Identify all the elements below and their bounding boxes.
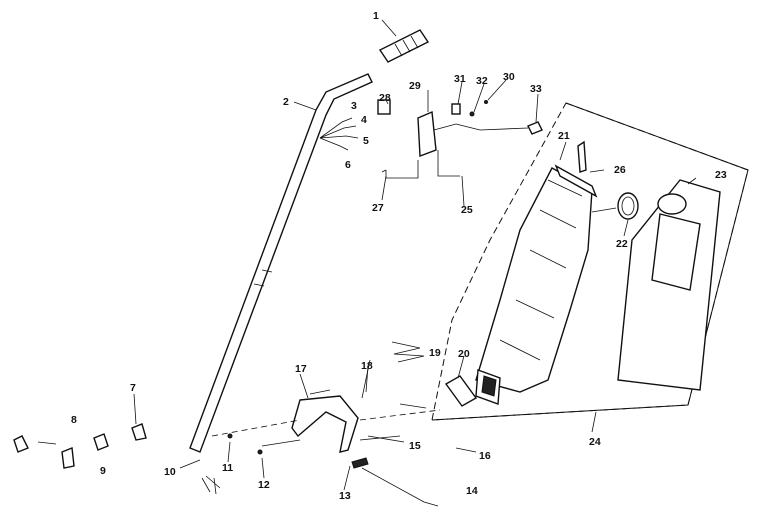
label-8: 8 (71, 414, 77, 426)
label-6: 6 (345, 159, 351, 171)
latch-parts (13, 423, 147, 469)
label-23: 23 (715, 169, 727, 181)
label-21: 21 (558, 130, 570, 142)
cord-wires (319, 117, 359, 151)
handle-tube (189, 73, 373, 453)
label-26: 26 (614, 164, 626, 176)
label-10: 10 (164, 466, 176, 478)
outer-bag (617, 179, 721, 391)
label-18: 18 (361, 360, 373, 372)
label-29: 29 (409, 80, 421, 92)
bag-housing-outline (431, 102, 749, 421)
label-13: 13 (339, 490, 351, 502)
label-19: 19 (429, 347, 441, 359)
leader-lines (133, 19, 697, 491)
small-hardware (451, 100, 543, 135)
label-22: 22 (616, 238, 628, 250)
label-3: 3 (351, 100, 357, 112)
dust-bag (475, 164, 598, 393)
label-4: 4 (361, 114, 367, 126)
label-1: 1 (373, 10, 379, 22)
bag-ring (591, 192, 639, 220)
power-cord (361, 467, 439, 507)
cord-clamp (391, 341, 425, 363)
label-25: 25 (461, 204, 473, 216)
label-16: 16 (479, 450, 491, 462)
label-14: 14 (466, 485, 478, 497)
bag-collar (444, 369, 501, 407)
label-5: 5 (363, 135, 369, 147)
label-28: 28 (379, 92, 391, 104)
label-11: 11 (222, 462, 233, 474)
label-30: 30 (503, 71, 515, 83)
label-27: 27 (372, 202, 384, 214)
handle-bail (291, 359, 371, 453)
label-32: 32 (476, 75, 488, 87)
label-9: 9 (100, 465, 106, 477)
base-screws (227, 433, 369, 469)
bag-clip (577, 140, 587, 173)
label-15: 15 (409, 440, 421, 452)
label-33: 33 (530, 83, 542, 95)
label-12: 12 (258, 479, 270, 491)
label-24: 24 (589, 436, 601, 448)
label-2: 2 (283, 96, 289, 108)
handle-end (201, 475, 221, 495)
label-31: 31 (454, 73, 466, 85)
label-7: 7 (130, 382, 136, 394)
label-17: 17 (295, 363, 307, 375)
label-20: 20 (458, 348, 470, 360)
part-labels: 1 2 3 4 5 6 7 8 9 10 11 12 13 14 15 16 1… (71, 10, 727, 502)
handle-grip (378, 29, 430, 63)
switch-assembly (377, 99, 481, 179)
